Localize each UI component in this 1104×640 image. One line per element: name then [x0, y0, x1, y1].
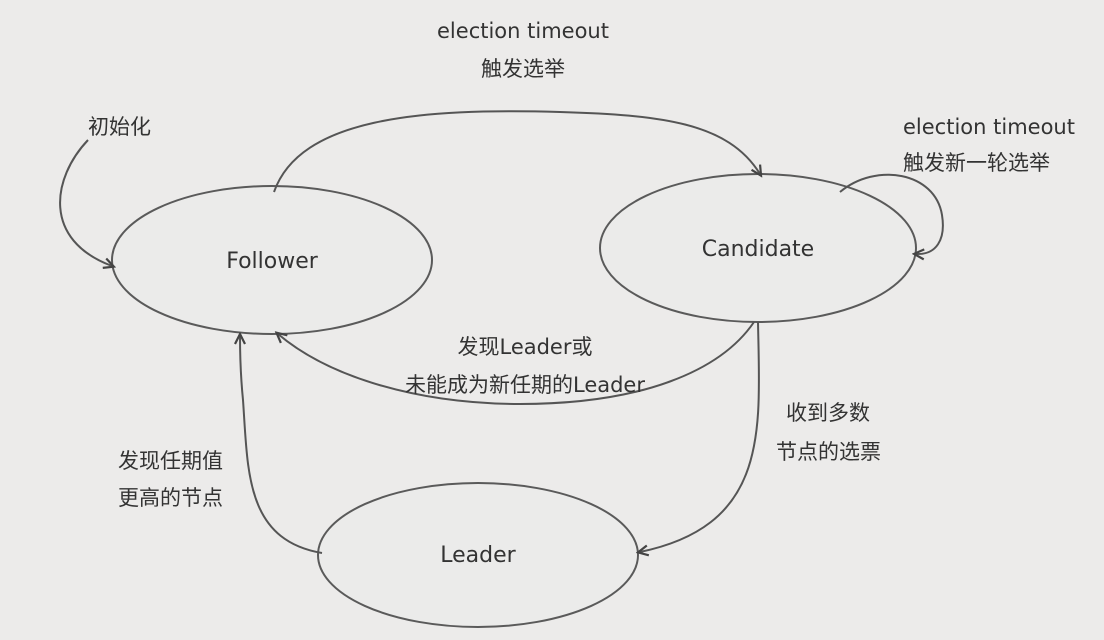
init-label: 初始化 [88, 115, 151, 139]
candidate-timeout-label-line1: election timeout [903, 115, 1075, 139]
follower-to-candidate-arrow [273, 110, 760, 193]
candidate-self-loop-arrow [839, 173, 944, 254]
candidate-to-follower-label-line1: 发现Leader或 [457, 335, 593, 359]
election-timeout-label-line2: 触发选举 [481, 57, 565, 81]
candidate-to-leader-arrow [640, 321, 760, 552]
candidate-to-leader-label-line2: 节点的选票 [776, 440, 881, 464]
candidate-to-leader-label-line1: 收到多数 [786, 401, 870, 425]
leader-to-follower-label-line2: 更高的节点 [118, 486, 223, 510]
follower-label: Follower [226, 249, 318, 274]
leader-label: Leader [440, 543, 516, 568]
leader-to-follower-arrow [240, 336, 323, 554]
candidate-to-follower-arrow [278, 321, 755, 406]
candidate-to-follower-label-line2: 未能成为新任期的Leader [404, 373, 645, 397]
init-arrow [59, 139, 112, 266]
candidate-label: Candidate [701, 237, 815, 262]
leader-to-follower-label-line1: 发现任期值 [118, 449, 223, 473]
election-timeout-label-line1: election timeout [437, 19, 609, 43]
candidate-timeout-label-line2: 触发新一轮选举 [903, 151, 1050, 175]
